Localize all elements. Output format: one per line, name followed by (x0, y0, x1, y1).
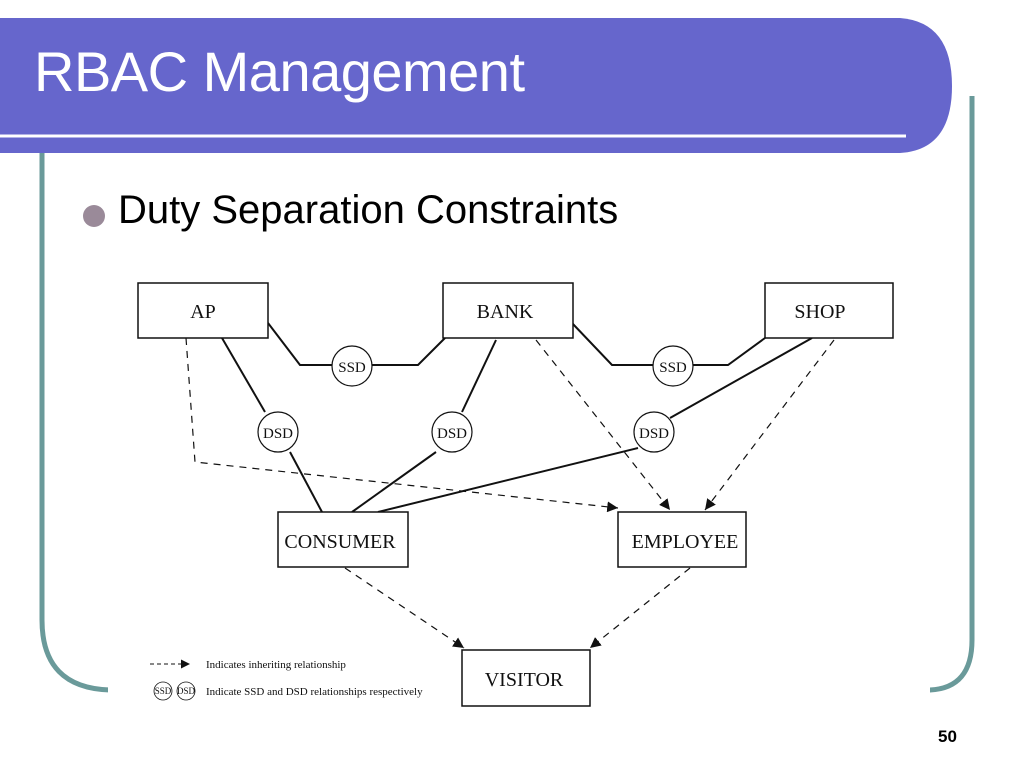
dsd-right-label: DSD (639, 426, 669, 442)
ssd-line-ap-bank (267, 322, 446, 366)
legend: Indicates inheriting relationship SSD DS… (150, 659, 423, 701)
inherit-employee-visitor (589, 567, 691, 649)
inherit-bank-employee (535, 339, 671, 511)
inherit-shop-employee (704, 339, 835, 511)
dsd-line-shop (669, 337, 813, 419)
role-ap: AP (137, 282, 269, 339)
dsd-middle-label: DSD (437, 426, 467, 442)
legend-inherit-text: Indicates inheriting relationship (206, 659, 346, 671)
dsd-left-label: DSD (263, 426, 293, 442)
role-visitor-label: VISITOR (485, 669, 564, 691)
inherit-consumer-visitor (344, 567, 465, 649)
page-number: 50 (938, 727, 957, 746)
role-shop-label: SHOP (794, 301, 845, 323)
ssd-constraint-left: SSD (331, 345, 373, 387)
role-ap-label: AP (190, 301, 216, 323)
inherit-ap-employee (185, 337, 619, 513)
role-consumer-label: CONSUMER (284, 531, 396, 553)
role-employee: EMPLOYEE (617, 511, 747, 568)
ssd-constraint-right: SSD (652, 345, 694, 387)
legend-dsd-symbol: DSD (177, 686, 196, 696)
role-bank-label: BANK (477, 301, 534, 323)
dsd-line-ap-consumer (289, 451, 323, 513)
role-bank: BANK (442, 282, 574, 339)
dsd-line-bank-consumer (351, 451, 437, 513)
dsd-constraint-middle: DSD (431, 411, 473, 453)
bullet-text: Duty Separation Constraints (118, 188, 619, 232)
legend-constraint-text: Indicate SSD and DSD relationships respe… (206, 686, 423, 698)
dsd-line-shop-consumer (377, 447, 639, 513)
bullet-dot (83, 205, 105, 227)
ssd-left-label: SSD (338, 360, 366, 376)
dsd-constraint-left: DSD (257, 411, 299, 453)
slide-title: RBAC Management (34, 40, 525, 103)
role-consumer: CONSUMER (277, 511, 409, 568)
ssd-line-bank-shop (571, 322, 766, 366)
dsd-constraint-right: DSD (633, 411, 675, 453)
dsd-line-bank (461, 339, 497, 413)
ssd-right-label: SSD (659, 360, 687, 376)
header-band (0, 18, 952, 153)
dsd-line-ap (221, 337, 266, 413)
role-shop: SHOP (764, 282, 894, 339)
role-employee-label: EMPLOYEE (632, 531, 739, 553)
role-visitor: VISITOR (461, 649, 591, 707)
legend-ssd-symbol: SSD (155, 686, 172, 696)
